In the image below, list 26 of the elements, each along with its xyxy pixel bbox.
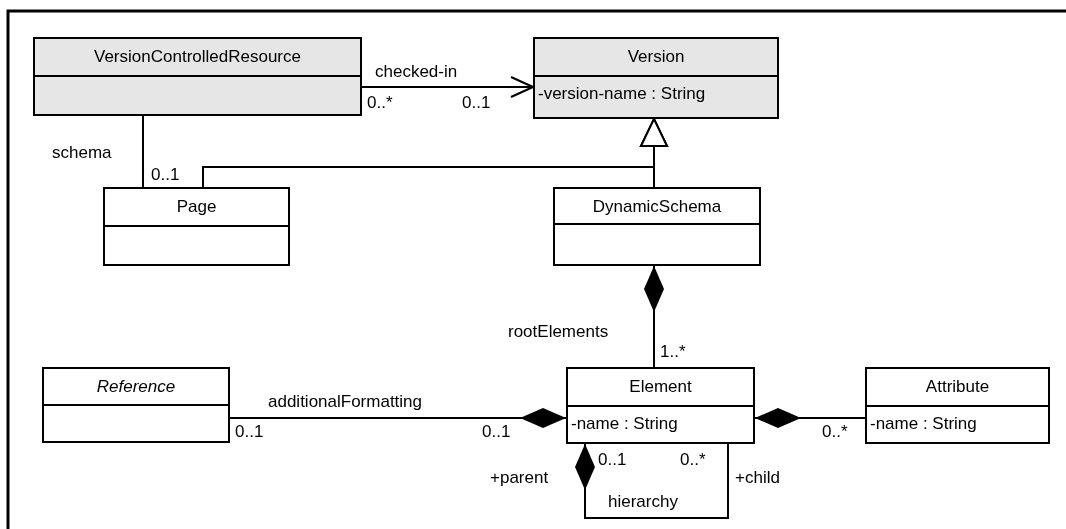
class-name: Page <box>105 189 288 227</box>
attribute-text: -name : String <box>869 413 978 435</box>
class-name: Attribute <box>867 369 1048 407</box>
generalization-arrow <box>640 118 668 188</box>
attribute-text: -version-name : String <box>537 83 707 105</box>
class-box <box>553 187 761 266</box>
composition-line <box>575 443 729 519</box>
class-box <box>533 37 779 119</box>
class-name: VersionControlledResource <box>35 39 360 77</box>
class-name: DynamicSchema <box>555 189 759 225</box>
edge-label: hierarchy <box>608 492 678 512</box>
class-name: Version <box>535 39 777 77</box>
association-arrow <box>361 76 534 98</box>
edge-label: additionalFormatting <box>268 392 423 412</box>
class-box <box>103 187 290 266</box>
association-line <box>142 115 144 188</box>
class-box <box>33 37 362 116</box>
class-name: Reference <box>44 369 228 406</box>
class-box <box>865 367 1050 444</box>
composition-line <box>229 408 567 428</box>
class-box <box>566 367 755 444</box>
class-name: Element <box>568 369 753 407</box>
composition-line <box>754 408 866 428</box>
attribute-text: -name : String <box>570 413 679 435</box>
composition-line <box>644 265 664 368</box>
class-box <box>42 367 230 443</box>
